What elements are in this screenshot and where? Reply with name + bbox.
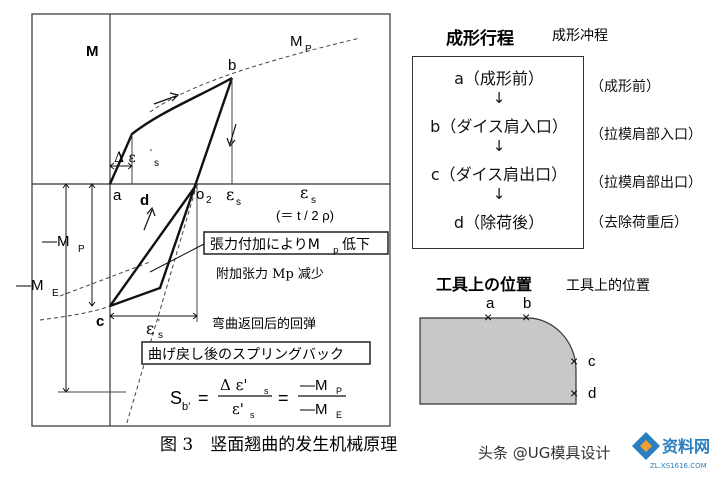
eps-s-label: ε: [226, 185, 234, 204]
neg-mp-arrowheads: [88, 183, 96, 307]
formula-den2-sub: E: [336, 410, 342, 420]
graph-frame: [31, 13, 391, 427]
mp-curve-label: M: [290, 33, 303, 50]
tool-label-b: b: [523, 295, 531, 312]
delta-eps-arrowheads: [109, 162, 133, 170]
eps-s-sub: s: [236, 197, 241, 208]
formula-num2-sub: P: [336, 386, 342, 396]
tool-shape: [419, 317, 577, 405]
springback-note-jp: 曲げ戻し後のスプリングバック: [148, 347, 344, 363]
flow-arrow-2: ↓: [492, 137, 506, 155]
springback-note-box: [141, 341, 371, 365]
loading-direction-arrow: [153, 95, 177, 105]
strain-axis-label: ε: [300, 183, 308, 202]
step-a: a（成形前）: [454, 69, 544, 88]
springback-arrowhead: [146, 206, 156, 217]
tension-note-jp-tail: 低下: [342, 237, 370, 253]
logo-text: 资料网: [662, 437, 710, 456]
delta-eps-sub: s: [154, 158, 159, 169]
tool-label-d: d: [588, 385, 596, 402]
step-c-cn: （拉模肩部出口）: [590, 175, 702, 191]
watermark-text: 头条 @UG模具设计: [478, 444, 610, 462]
strain-axis-note: (＝ t / 2 ρ): [276, 208, 334, 223]
formula-lhs-sub: b': [182, 401, 190, 413]
origin-o2-sub: 2: [206, 195, 212, 206]
neg-mp-label: —M: [42, 233, 70, 250]
eps-prime-arrowheads: [109, 312, 198, 320]
tool-label-a: a: [486, 295, 495, 312]
logo-url: ZL.XS1616.COM: [650, 462, 707, 470]
step-c: c（ダイス肩出口）: [430, 165, 568, 184]
tool-title-jp: 工具上の位置: [436, 275, 532, 294]
process-flow-box: a（成形前） ↓ b（ダイス肩入口） ↓ c（ダイス肩出口） ↓ d（除荷後）: [412, 56, 584, 249]
tension-curve-dashed: [59, 261, 151, 297]
formula-lhs: S: [170, 388, 182, 408]
eps-prime-sub: s: [158, 330, 163, 341]
tool-marker-c: ×: [570, 353, 578, 369]
neg-me-sub: E: [52, 288, 59, 299]
point-c-label: c: [96, 313, 104, 330]
delta-eps-prime: ': [150, 148, 152, 159]
step-b-cn: （拉模肩部入口）: [590, 127, 702, 143]
tension-note-box: [203, 231, 389, 255]
mp-curve-dashed: [149, 37, 361, 113]
neg-me-label: —M: [16, 277, 44, 294]
tool-marker-d: ×: [570, 385, 578, 401]
formula-num2: —M: [300, 377, 328, 394]
point-b-label: b: [228, 57, 236, 74]
formula-den1: ε': [232, 400, 244, 418]
tool-title-cn: 工具上的位置: [566, 278, 650, 294]
loading-arrowhead: [169, 92, 180, 102]
unloading-direction-arrow: [229, 123, 237, 145]
delta-eps-label: Δ ε: [114, 150, 136, 166]
point-d-label: d: [140, 192, 149, 209]
flow-arrow-1: ↓: [492, 89, 506, 107]
formula-den2: —M: [300, 401, 328, 418]
formula-den1-sub: s: [250, 410, 255, 420]
formula-num1-sub: s: [264, 386, 269, 396]
neg-mp-sub: P: [78, 244, 85, 255]
reverse-bending-path: [109, 77, 234, 308]
tension-note-jp: 張力付加によりM: [210, 237, 320, 253]
logo-inner-icon: [640, 440, 652, 452]
formula-num1: Δ ε': [220, 376, 248, 394]
formula-eq-2: =: [278, 388, 289, 408]
origin-o2-label: o: [196, 186, 204, 203]
flow-arrow-3: ↓: [492, 185, 506, 203]
tension-note-cn: 附加张力 Mp 减少: [216, 267, 324, 282]
eps-prime-label: ε: [146, 319, 154, 338]
eps-prime-mark: ': [158, 318, 160, 329]
tool-marker-b: ×: [522, 309, 530, 325]
mp-curve-label-sub: P: [305, 44, 312, 55]
point-a-label: a: [113, 187, 122, 204]
tension-note-jp-sub: p: [333, 246, 339, 256]
step-d-cn: （去除荷重后）: [590, 215, 688, 231]
springback-path: [109, 183, 198, 307]
formula-eq-1: =: [198, 388, 209, 408]
process-title-jp: 成形行程: [446, 28, 514, 49]
step-d: d（除荷後）: [453, 213, 545, 232]
springback-extension: [125, 183, 198, 427]
moment-axis-label: M: [86, 43, 99, 60]
step-a-cn: （成形前）: [590, 79, 660, 95]
neg-mp-curve-dashed: [39, 305, 111, 321]
tool-label-c: c: [588, 353, 596, 370]
step-b: b（ダイス肩入口）: [430, 117, 568, 136]
loading-path: [108, 76, 233, 185]
springback-direction-arrow: [143, 209, 153, 231]
strain-axis-sub: s: [311, 195, 316, 206]
figure-caption: 图 3 竖面翘曲的发生机械原理: [160, 435, 397, 455]
process-title-cn: 成形冲程: [552, 28, 608, 44]
tension-note-leader: [149, 243, 205, 273]
tool-marker-a: ×: [484, 309, 492, 325]
springback-note-cn: 弯曲返回后的回弹: [212, 316, 316, 332]
unloading-arrowhead: [226, 137, 236, 148]
site-logo: 资料网 ZL.XS1616.COM: [632, 432, 710, 470]
